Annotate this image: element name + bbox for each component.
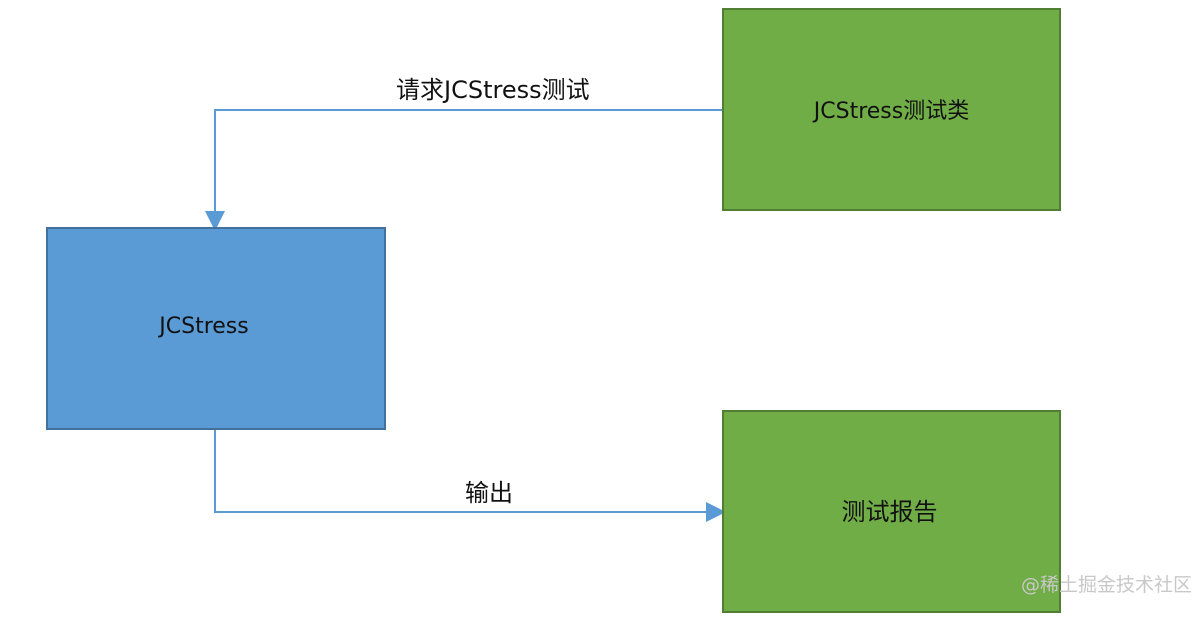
- jcstress-label: JCStress: [159, 313, 249, 339]
- output-edge-label: 输出: [465, 479, 513, 507]
- report-label: 测试报告: [841, 497, 938, 526]
- connector-request: [205, 109, 722, 231]
- watermark-text: @稀土掘金技术社区: [1021, 574, 1193, 596]
- report-node: 测试报告: [722, 410, 1061, 613]
- request-edge-label: 请求JCStress测试: [396, 76, 590, 104]
- test-class-node: JCStress测试类: [722, 8, 1061, 211]
- connector-output: [214, 430, 726, 522]
- jcstress-node: JCStress: [46, 227, 386, 430]
- test-class-label: JCStress测试类: [813, 98, 970, 124]
